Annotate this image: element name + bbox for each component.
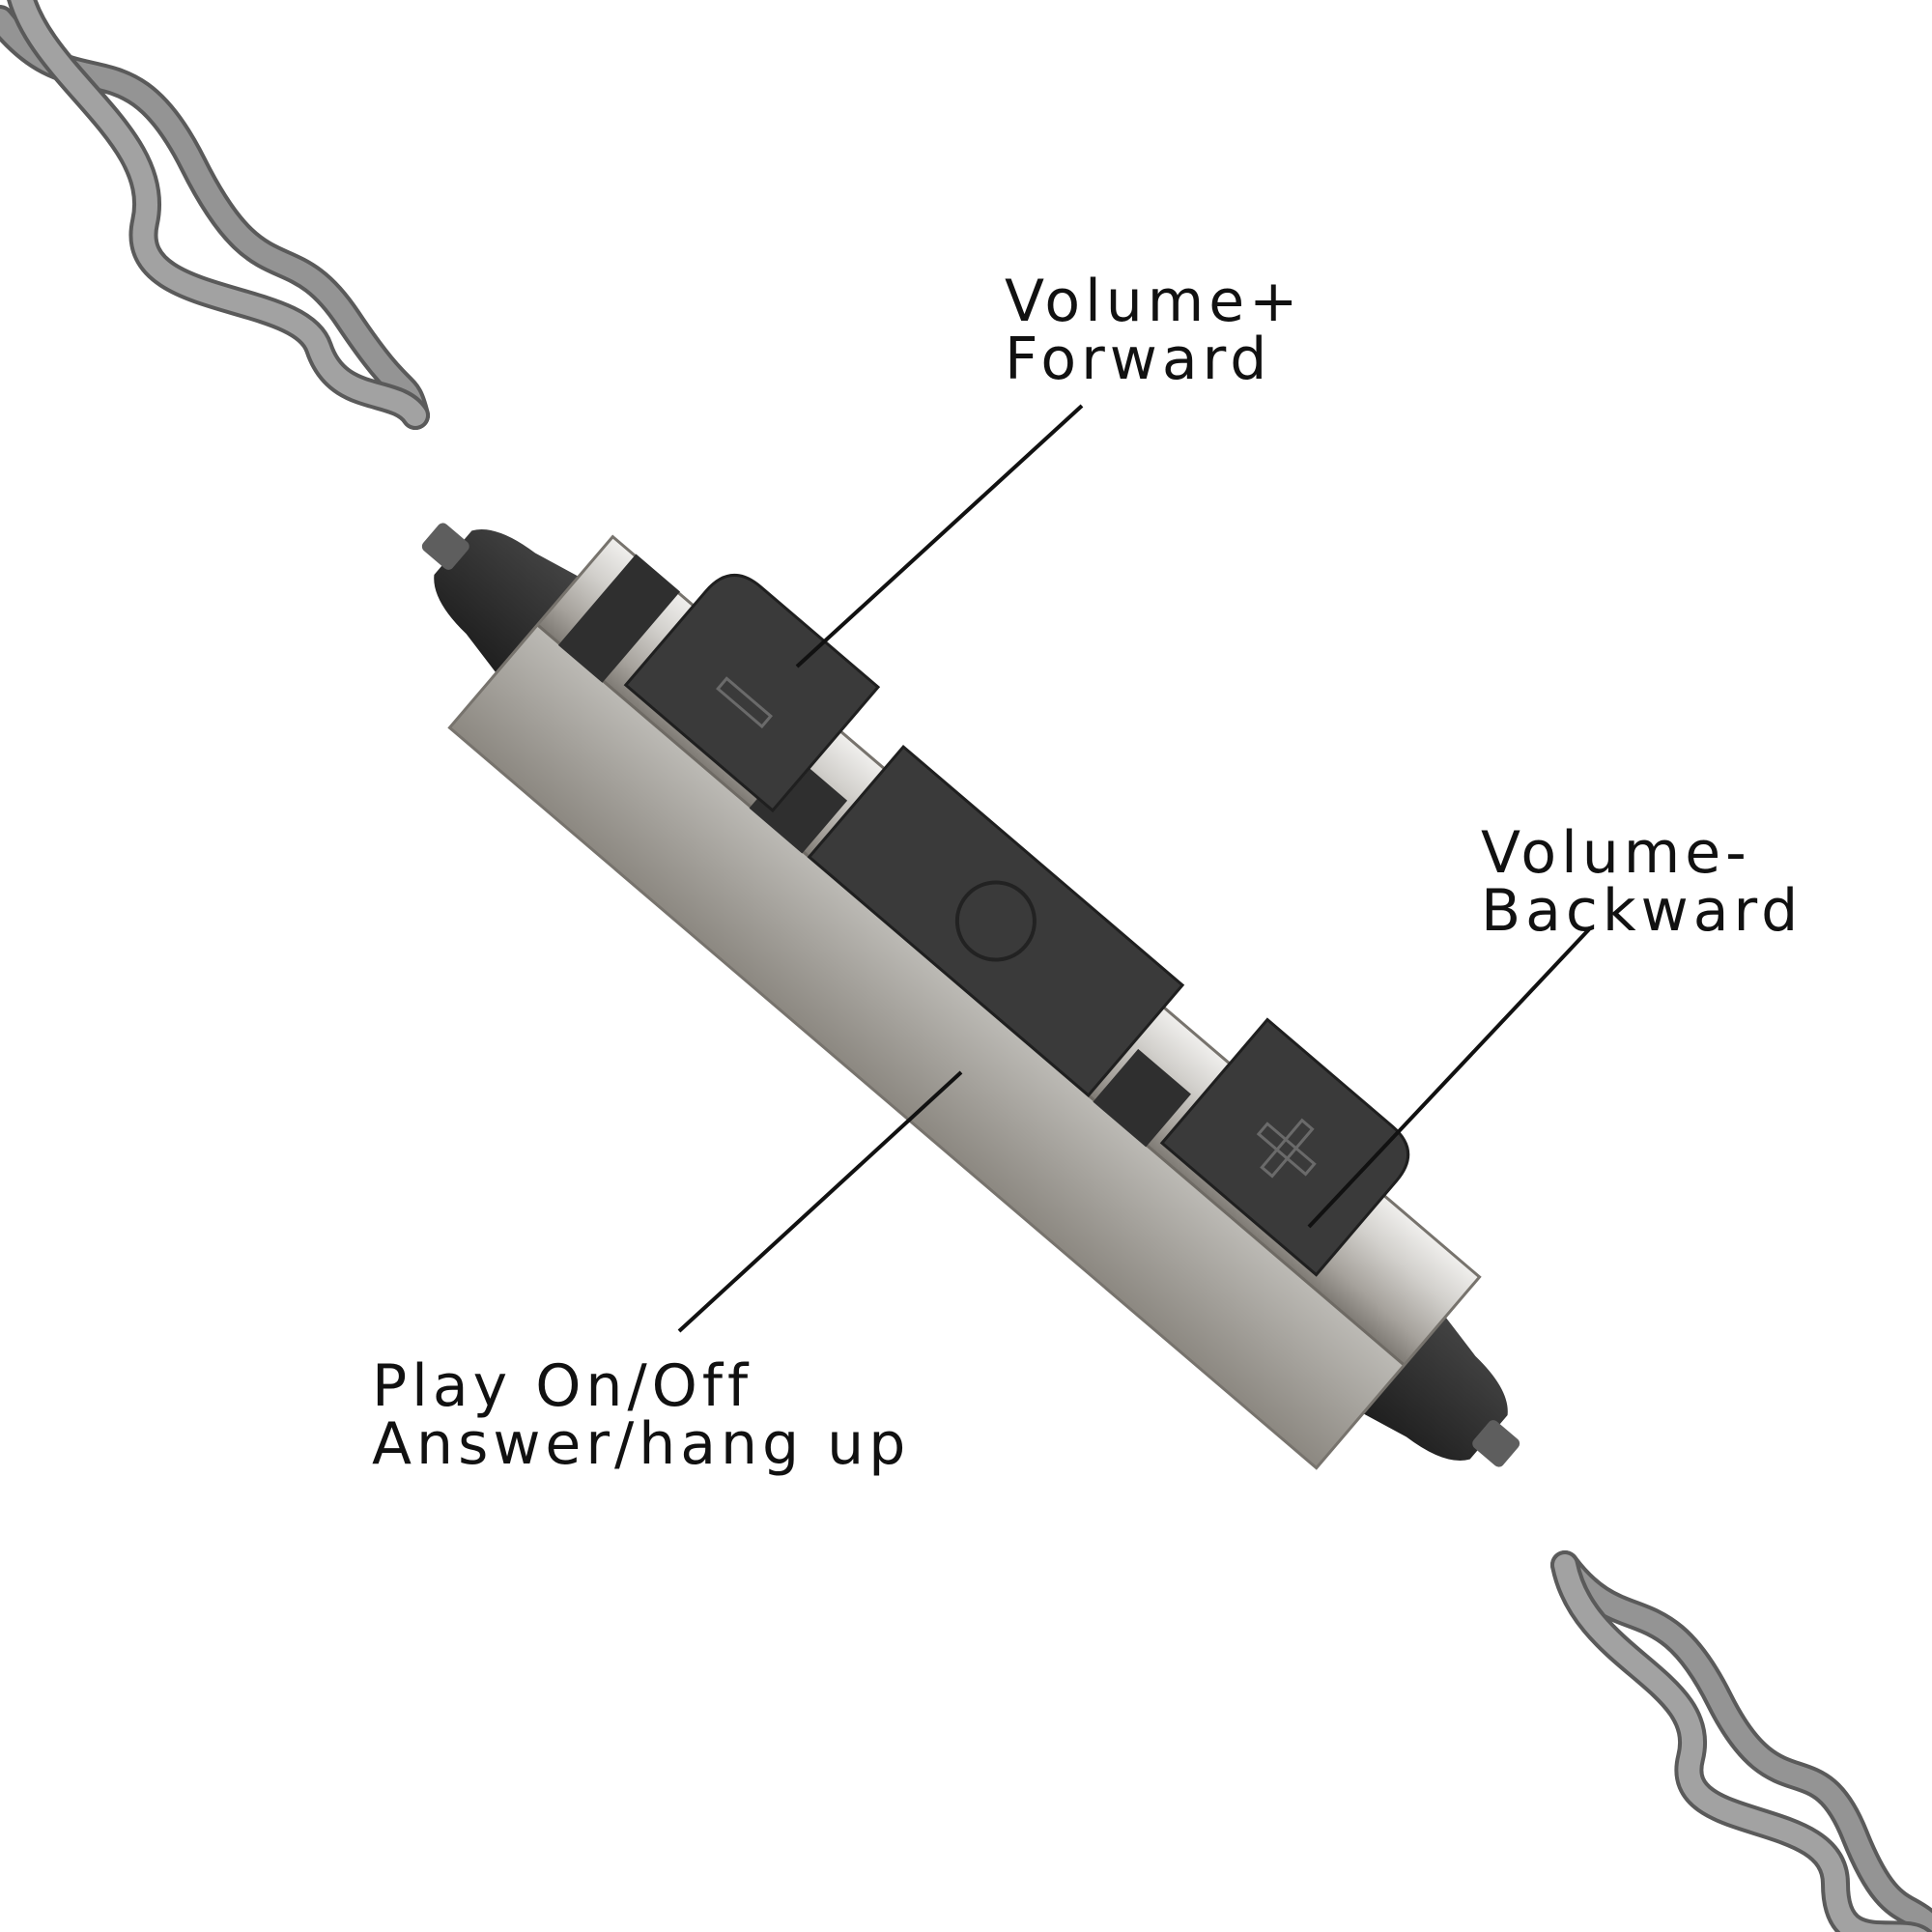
leader-line-play (677, 1070, 963, 1333)
volume-up-label-line1: Volume+ (1005, 268, 1303, 335)
play-label-line2: Answer/hang up (372, 1410, 911, 1478)
strain-relief-bottom (1345, 1300, 1520, 1467)
volume-up-button[interactable] (623, 561, 881, 813)
cable-lower (1550, 1550, 1932, 1932)
housing-front-face (449, 624, 1405, 1468)
play-button[interactable] (807, 744, 1185, 1098)
volume-up-label-line2: Forward (1005, 326, 1272, 393)
volume-down-label: Volume- Backward (1481, 824, 1803, 940)
remote-body (421, 523, 1520, 1470)
play-label: Play On/Off Answer/hang up (372, 1357, 910, 1473)
volume-down-label-line2: Backward (1481, 877, 1804, 945)
volume-down-label-line1: Volume- (1481, 819, 1751, 887)
volume-up-label: Volume+ Forward (1005, 272, 1302, 388)
strain-relief-top (421, 523, 597, 690)
circle-icon (954, 880, 1037, 962)
cable-upper (0, 0, 430, 430)
plus-icon (1256, 1118, 1317, 1179)
volume-down-button[interactable] (1159, 1017, 1422, 1277)
play-label-line1: Play On/Off (372, 1352, 753, 1420)
leader-line-volume-down (1307, 927, 1591, 1229)
minus-icon (716, 676, 773, 729)
leader-line-volume-up (795, 404, 1084, 668)
